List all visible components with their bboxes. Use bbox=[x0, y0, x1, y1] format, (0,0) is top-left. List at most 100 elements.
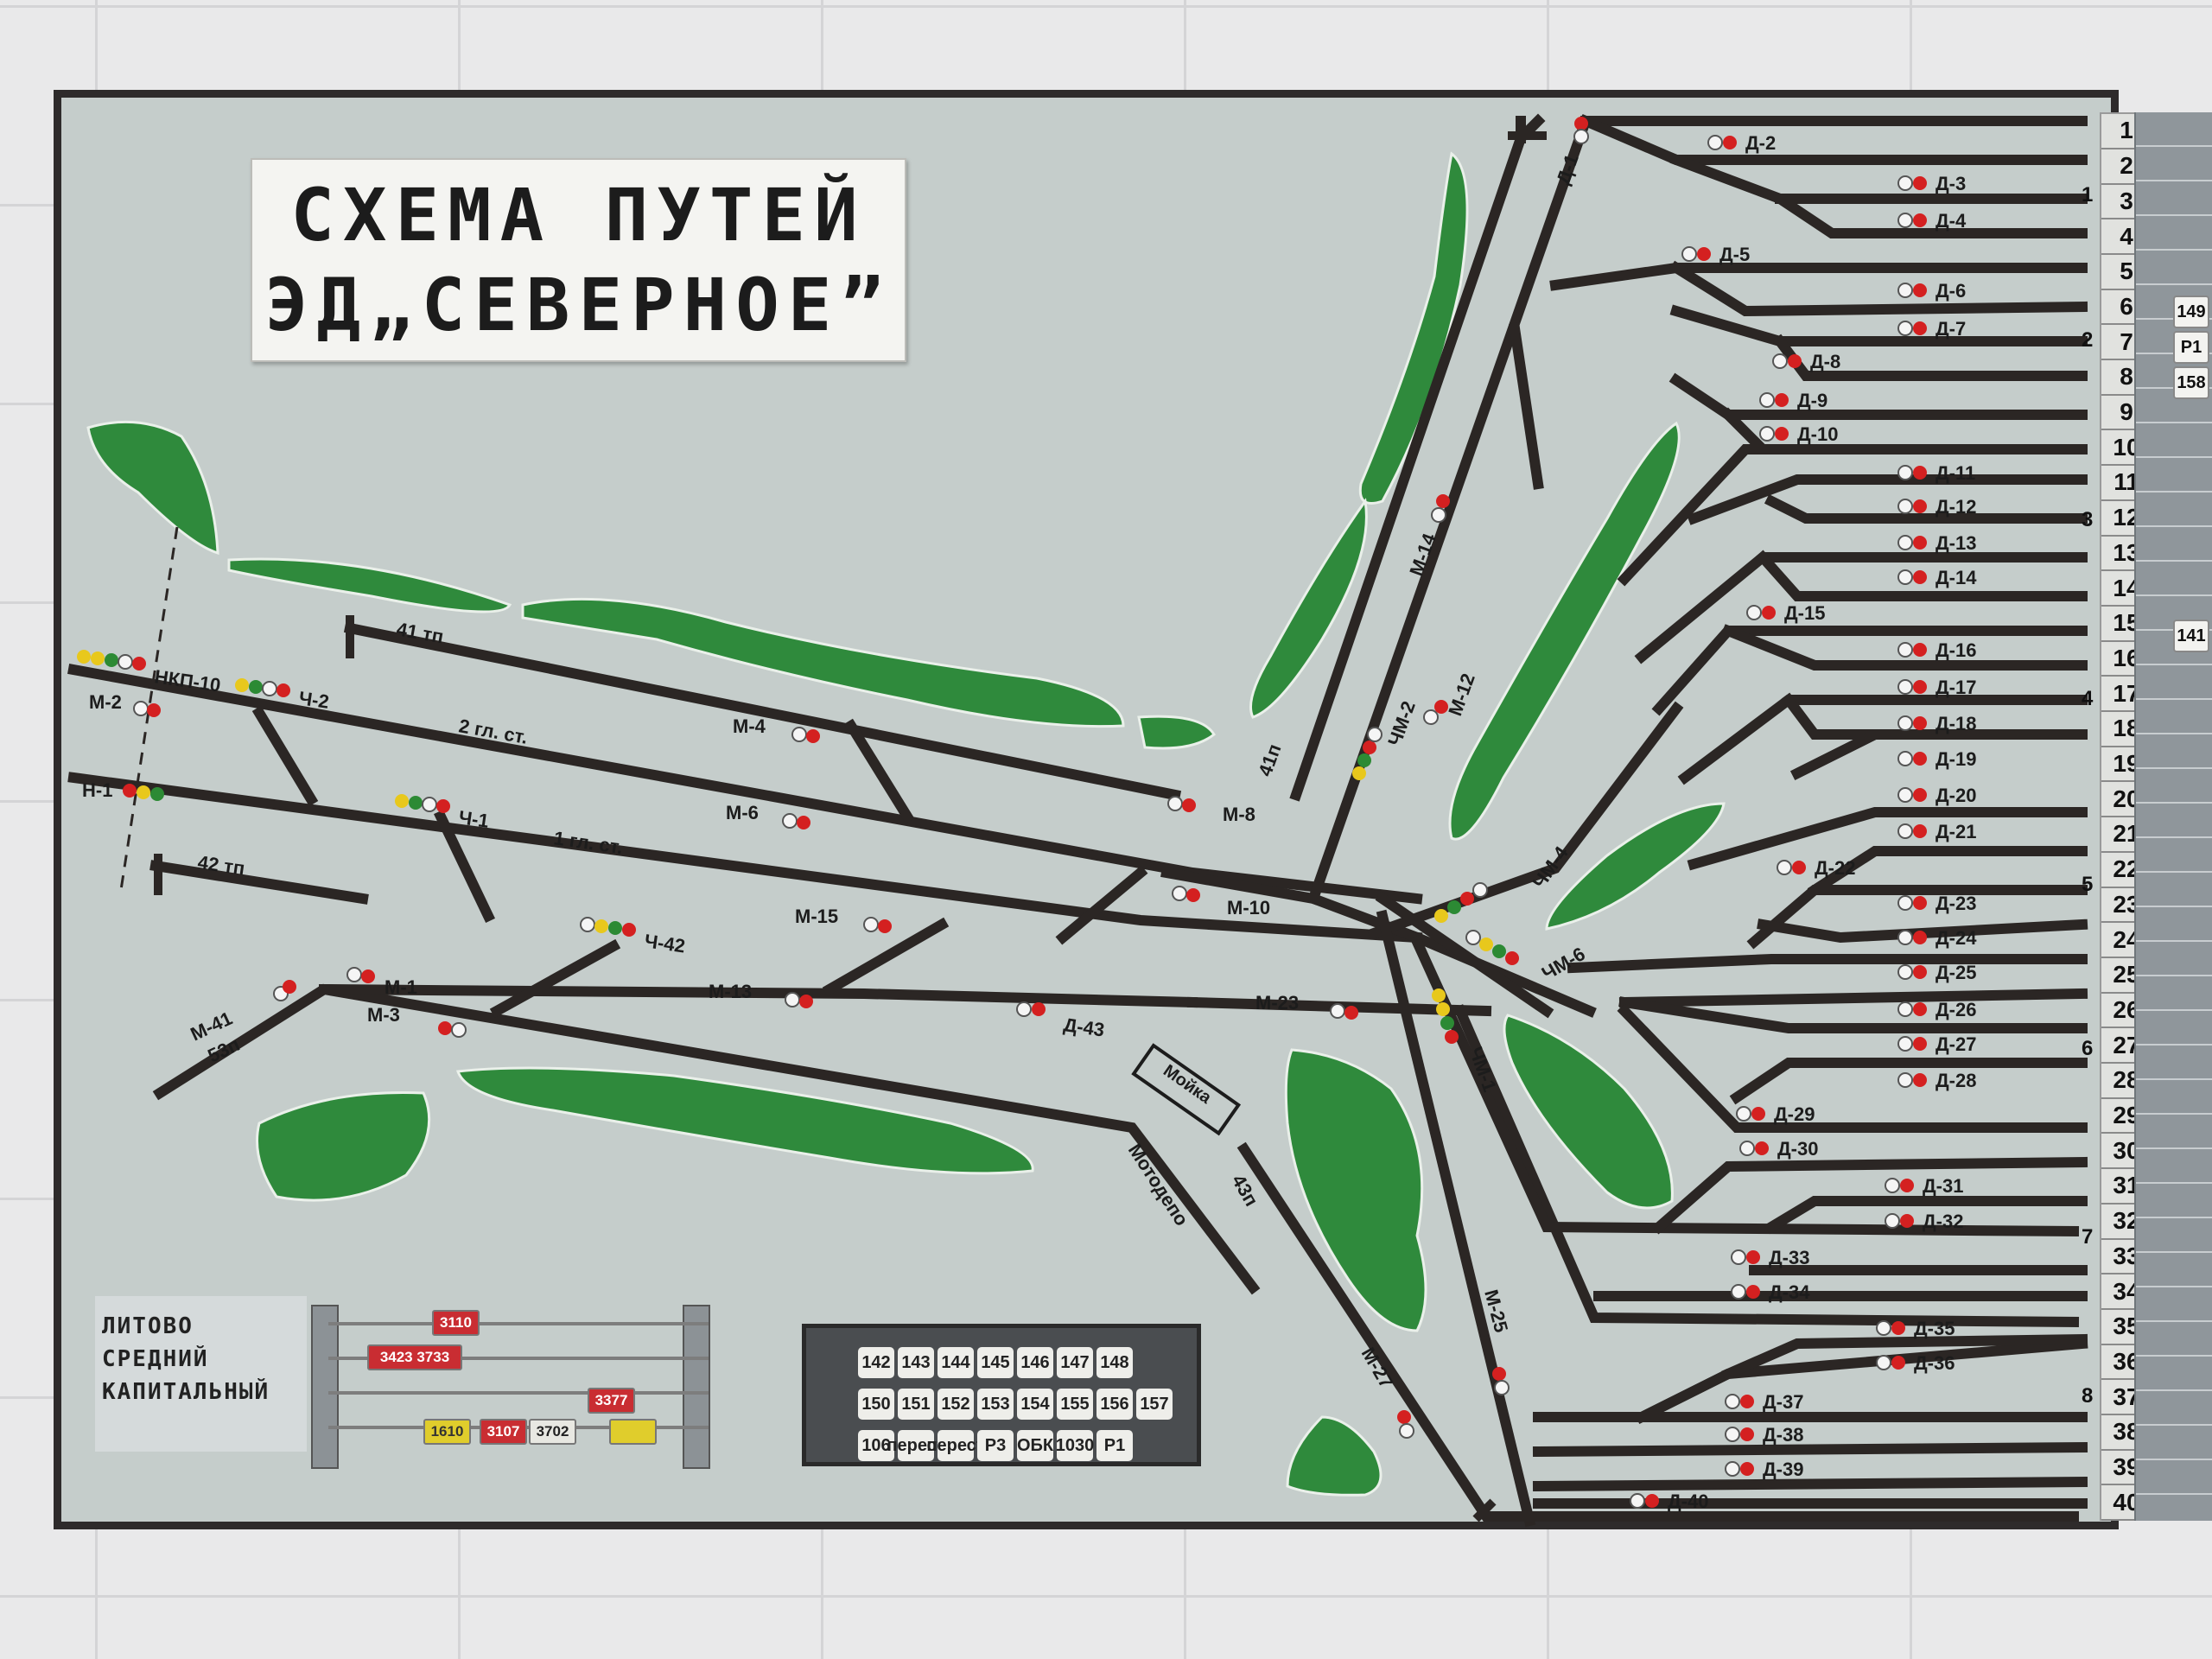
loco-number[interactable]: перест bbox=[926, 1430, 985, 1461]
loco-number[interactable]: 148 bbox=[1096, 1347, 1133, 1378]
signal-d15[interactable]: Д-15 bbox=[1746, 602, 1825, 624]
signal-m23[interactable]: М-23 bbox=[1255, 992, 1358, 1020]
car-chip[interactable]: 3107 bbox=[480, 1419, 527, 1445]
loco-number[interactable]: 151 bbox=[898, 1389, 934, 1420]
signal-d22[interactable]: Д-22 bbox=[1777, 857, 1855, 879]
signal-chm6[interactable]: ЧМ-6 bbox=[1465, 930, 1589, 984]
track-r7 bbox=[1669, 304, 2088, 346]
signal-d12[interactable]: Д-12 bbox=[1897, 496, 1976, 518]
signal-d9[interactable]: Д-9 bbox=[1759, 390, 1827, 411]
signal-d19[interactable]: Д-19 bbox=[1897, 748, 1976, 770]
loco-number[interactable]: 143 bbox=[898, 1347, 934, 1378]
signal-d2[interactable]: Д-2 bbox=[1707, 132, 1776, 154]
signal-d17[interactable]: Д-17 bbox=[1897, 677, 1976, 698]
car-chip-yellow[interactable] bbox=[609, 1419, 657, 1445]
car-chip[interactable]: 3377 bbox=[588, 1388, 635, 1414]
loco-number[interactable]: перест bbox=[887, 1430, 945, 1461]
signal-ch1[interactable]: Ч-1 bbox=[395, 794, 490, 832]
rack-wire-3 bbox=[328, 1391, 709, 1395]
signal-ch42[interactable]: Ч-42 bbox=[580, 917, 687, 957]
signal-d5[interactable]: Д-5 bbox=[1681, 244, 1750, 265]
loco-number[interactable]: 150 bbox=[858, 1389, 894, 1420]
loco-number[interactable]: 106 bbox=[858, 1430, 894, 1461]
signal-d4[interactable]: Д-4 bbox=[1897, 210, 1967, 232]
loco-number[interactable]: 153 bbox=[977, 1389, 1014, 1420]
signal-d21[interactable]: Д-21 bbox=[1897, 821, 1976, 842]
signal-d14[interactable]: Д-14 bbox=[1897, 567, 1977, 588]
loco-number[interactable]: 157 bbox=[1136, 1389, 1173, 1420]
loco-number[interactable]: 146 bbox=[1017, 1347, 1053, 1378]
loco-number[interactable]: 1030 bbox=[1056, 1430, 1094, 1461]
signal-chm2[interactable]: ЧМ-2 bbox=[1352, 698, 1420, 780]
signal-d30[interactable]: Д-30 bbox=[1739, 1138, 1818, 1160]
signal-d16[interactable]: Д-16 bbox=[1897, 639, 1976, 661]
track-r13 bbox=[1764, 493, 2088, 524]
signal-d25[interactable]: Д-25 bbox=[1897, 962, 1976, 983]
car-chip[interactable]: 3702 bbox=[529, 1419, 576, 1445]
signal-m12[interactable]: М-12 bbox=[1423, 671, 1479, 725]
signal-nkp10[interactable]: НКП-10 bbox=[77, 650, 222, 696]
signal-d33[interactable]: Д-33 bbox=[1731, 1247, 1809, 1268]
signal-d7[interactable]: Д-7 bbox=[1897, 318, 1966, 340]
signal-m2[interactable]: М-2 bbox=[89, 691, 161, 717]
signal-ch2[interactable]: Ч-2 bbox=[235, 678, 330, 713]
signal-d20[interactable]: Д-20 bbox=[1897, 785, 1976, 806]
loco-number[interactable]: 154 bbox=[1017, 1389, 1053, 1420]
rack-post-right bbox=[683, 1305, 710, 1469]
signal-d26[interactable]: Д-26 bbox=[1897, 999, 1976, 1020]
signal-d3[interactable]: Д-3 bbox=[1897, 173, 1966, 194]
signal-d24[interactable]: Д-24 bbox=[1897, 927, 1977, 949]
svg-text:Д-28: Д-28 bbox=[1936, 1070, 1976, 1091]
signal-d13[interactable]: Д-13 bbox=[1897, 532, 1976, 554]
car-chip[interactable]: 3423 3733 bbox=[367, 1344, 462, 1370]
signal-d10[interactable]: Д-10 bbox=[1759, 423, 1838, 445]
loco-number[interactable]: 142 bbox=[858, 1347, 894, 1378]
signal-m3[interactable]: М-3 bbox=[367, 1004, 467, 1038]
signal-m1[interactable]: М-1 bbox=[346, 967, 417, 998]
signal-d37[interactable]: Д-37 bbox=[1725, 1391, 1803, 1413]
signal-m8[interactable]: М-8 bbox=[1167, 796, 1255, 825]
signal-d38[interactable]: Д-38 bbox=[1725, 1424, 1803, 1446]
track-number: 7 bbox=[2101, 325, 2152, 361]
signal-d18[interactable]: Д-18 bbox=[1897, 713, 1976, 734]
label-1gl: 1 гл. ст. bbox=[552, 827, 624, 858]
loco-number[interactable]: 152 bbox=[938, 1389, 974, 1420]
signal-d39[interactable]: Д-39 bbox=[1725, 1459, 1803, 1480]
loco-number[interactable]: Р3 bbox=[977, 1430, 1014, 1461]
forest-1 bbox=[86, 420, 219, 556]
loco-number[interactable]: Р1 bbox=[1096, 1430, 1133, 1461]
signal-m4[interactable]: М-4 bbox=[733, 715, 820, 743]
signal-n1[interactable]: Н-1 bbox=[82, 779, 164, 801]
signal-d36[interactable]: Д-36 bbox=[1876, 1352, 1955, 1374]
signal-m15[interactable]: М-15 bbox=[795, 906, 892, 933]
signal-d27[interactable]: Д-27 bbox=[1897, 1033, 1976, 1055]
loco-number[interactable]: 156 bbox=[1096, 1389, 1133, 1420]
signal-d31[interactable]: Д-31 bbox=[1885, 1175, 1963, 1197]
car-chip[interactable]: 3110 bbox=[432, 1310, 480, 1336]
forest-7 bbox=[1448, 421, 1681, 841]
signal-d40[interactable]: Д-40 bbox=[1630, 1491, 1708, 1512]
signal-m10[interactable]: М-10 bbox=[1172, 886, 1270, 918]
signal-m13[interactable]: М-13 bbox=[709, 981, 813, 1008]
loco-number[interactable]: 147 bbox=[1057, 1347, 1093, 1378]
signal-d23[interactable]: Д-23 bbox=[1897, 893, 1976, 914]
loco-number[interactable]: 144 bbox=[938, 1347, 974, 1378]
svg-text:Д-11: Д-11 bbox=[1936, 462, 1975, 484]
signal-d11[interactable]: Д-11 bbox=[1897, 462, 1975, 484]
signal-d34[interactable]: Д-34 bbox=[1731, 1281, 1810, 1303]
signal-d6[interactable]: Д-6 bbox=[1897, 280, 1966, 302]
signal-d28[interactable]: Д-28 bbox=[1897, 1070, 1976, 1091]
car-chip[interactable]: 1610 bbox=[423, 1419, 471, 1445]
signal-d32[interactable]: Д-32 bbox=[1885, 1211, 1963, 1232]
loco-number[interactable]: 155 bbox=[1057, 1389, 1093, 1420]
track-m19 bbox=[1410, 935, 2080, 1237]
signal-d29[interactable]: Д-29 bbox=[1736, 1103, 1815, 1125]
signal-d8[interactable]: Д-8 bbox=[1772, 351, 1840, 372]
loco-number[interactable]: ОБК bbox=[1017, 1430, 1053, 1461]
svg-text:Д-43: Д-43 bbox=[1062, 1014, 1106, 1040]
signal-d43[interactable]: Д-43 bbox=[1016, 1001, 1106, 1041]
signal-m6[interactable]: М-6 bbox=[726, 802, 810, 830]
track-r25 bbox=[1567, 954, 2088, 974]
loco-number[interactable]: 145 bbox=[977, 1347, 1014, 1378]
signal-d35[interactable]: Д-35 bbox=[1876, 1318, 1955, 1339]
